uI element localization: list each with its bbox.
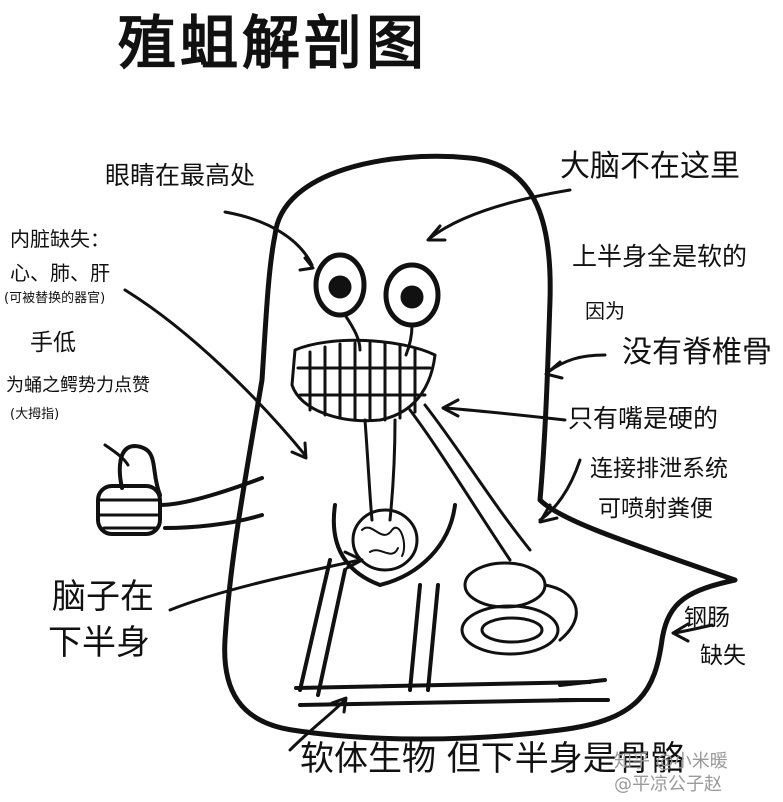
body-outline	[222, 153, 738, 742]
label-bottom-caption: 软体生物 但下半身是骨骼	[300, 739, 685, 779]
thumb-hand-icon	[96, 444, 162, 536]
eyes-icon	[313, 252, 441, 328]
label-eyes: 眼睛在最高处	[105, 161, 256, 190]
brain-icon	[351, 508, 419, 572]
label-anus-missing-2: 缺失	[700, 643, 746, 669]
label-hand-title: 手低	[30, 330, 76, 356]
label-organs-missing-list: 心、肺、肝	[10, 261, 110, 285]
label-brain-lower-1: 脑子在	[52, 577, 154, 617]
label-connected-2: 可喷射粪便	[598, 496, 713, 522]
teeth-icon	[290, 338, 437, 423]
pointer-arrows	[103, 188, 714, 752]
label-upper-body-2: 因为	[585, 299, 625, 323]
diagram-title: 殖蛆解剖图	[118, 9, 429, 77]
label-upper-body-3: 没有脊椎骨	[622, 335, 772, 370]
label-mouth-hard: 只有嘴是硬的	[568, 404, 719, 433]
label-anus-missing-1: 钢肠	[684, 605, 730, 631]
intestines-icon	[460, 561, 578, 656]
esophagus-icon	[363, 403, 532, 562]
label-upper-body-1: 上半身全是软的	[572, 242, 748, 271]
label-connected-1: 连接排泄系统	[590, 456, 728, 482]
watermark-zhihu: 知乎 @小米暖	[614, 751, 728, 772]
leg-bones-icon	[294, 558, 610, 707]
label-organs-missing-note: (可被替换的器官)	[4, 291, 106, 306]
arm-outline	[158, 476, 264, 507]
label-brain-lower-2: 下半身	[48, 623, 150, 663]
label-hand-note1: 为蛹之鳄势力点赞	[6, 375, 150, 396]
label-brain-not-here: 大脑不在这里	[560, 149, 740, 184]
arm-outline-lower	[163, 513, 264, 530]
pelvis-outline	[331, 503, 457, 587]
watermark-weibo: @平凉公子赵	[614, 774, 722, 795]
optic-nerves	[343, 313, 414, 357]
label-organs-missing-title: 内脏缺失：	[10, 227, 110, 251]
label-hand-note2: (大拇指)	[10, 407, 60, 422]
